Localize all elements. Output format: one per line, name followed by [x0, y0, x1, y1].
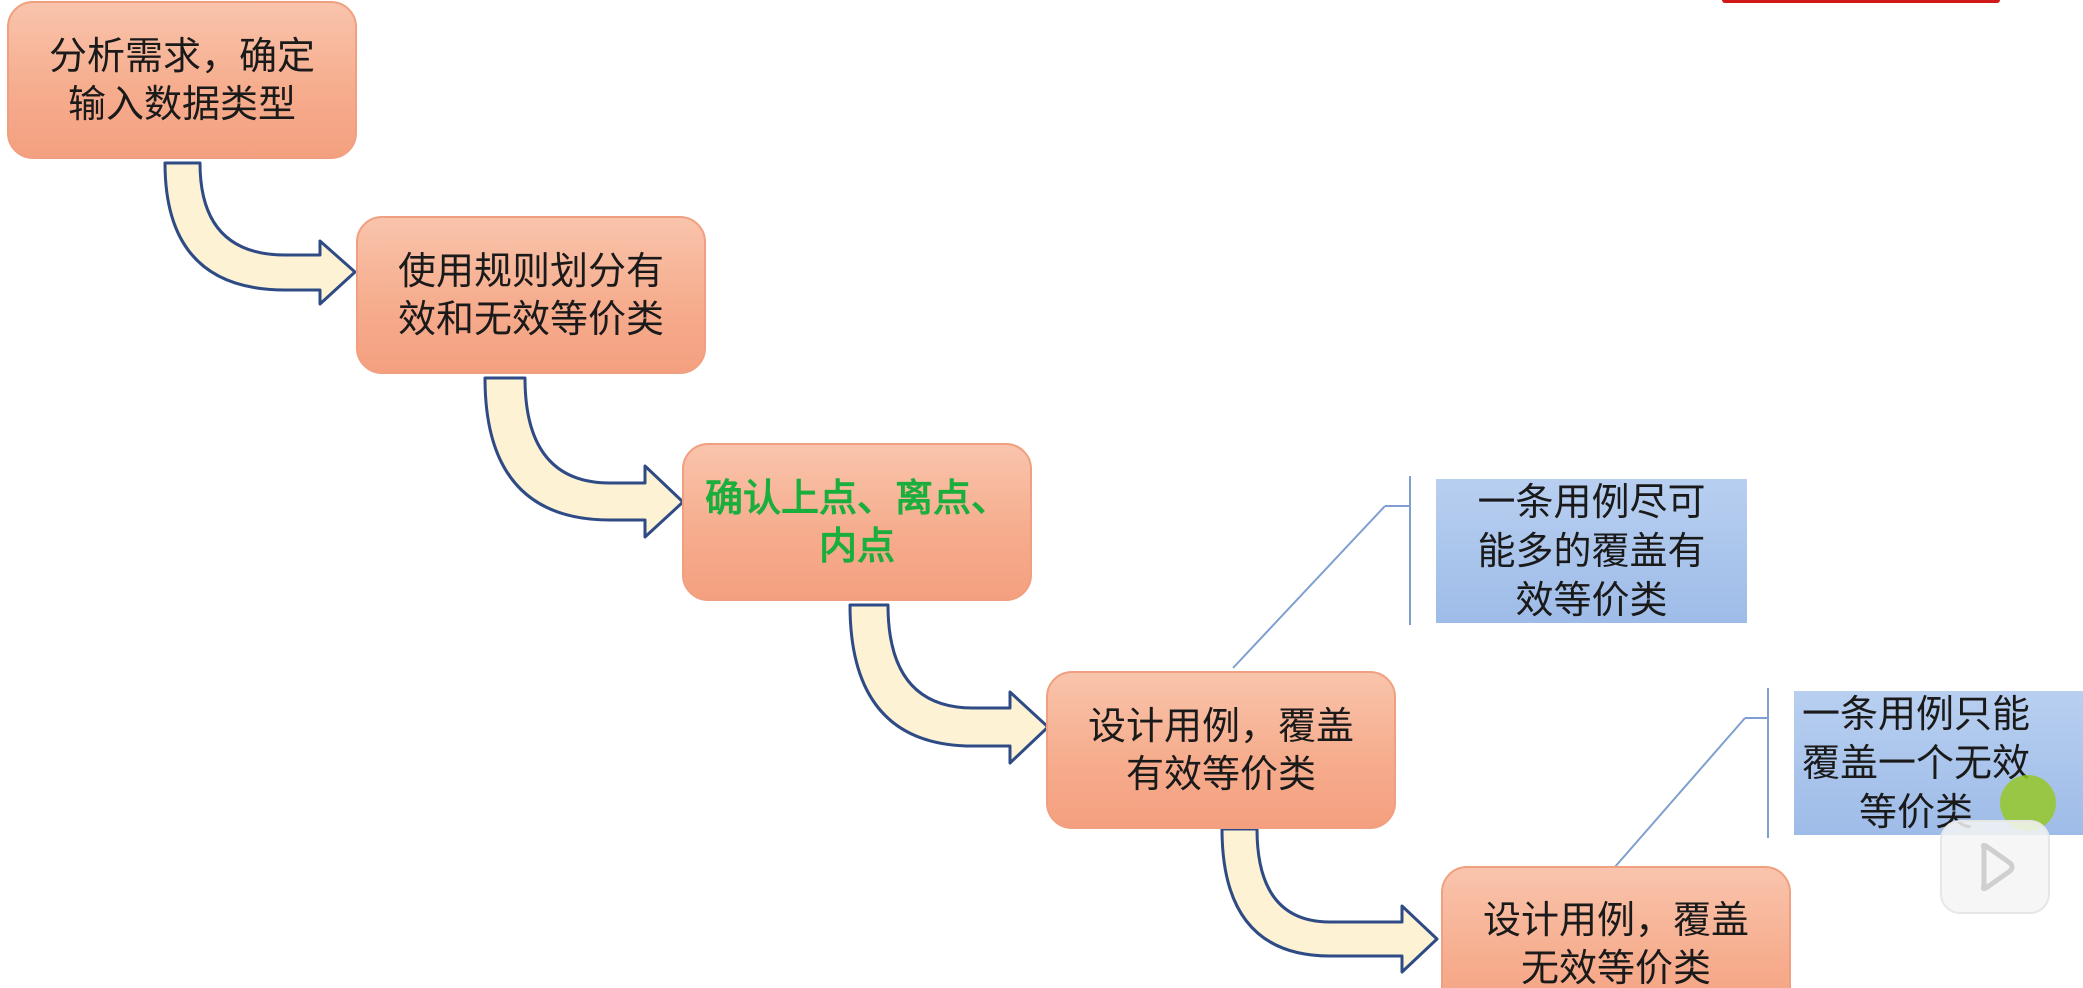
play-button[interactable]	[1940, 820, 2050, 914]
note-invalid-classes: 一条用例只能 覆盖一个无效 等价类	[1794, 691, 2083, 835]
flow-arrow-1	[163, 161, 357, 306]
step-2-box: 使用规则划分有 效和无效等价类	[356, 216, 706, 374]
step-3-box: 确认上点、离点、 内点	[682, 443, 1032, 601]
step-2-label: 使用规则划分有 效和无效等价类	[397, 249, 664, 341]
note-invalid-classes-text: 一条用例只能 覆盖一个无效 等价类	[1802, 691, 2031, 834]
bracket-callout-1	[1232, 476, 1411, 669]
step-1-label: 分析需求，确定 输入数据类型	[48, 34, 315, 126]
step-3-label: 确认上点、离点、 内点	[704, 476, 1009, 568]
flow-arrow-4	[1220, 827, 1439, 974]
step-4-box: 设计用例，覆盖 有效等价类	[1046, 671, 1396, 829]
flow-arrow-3	[848, 603, 1050, 765]
step-4-label: 设计用例，覆盖 有效等价类	[1087, 704, 1354, 796]
note-valid-classes-text: 一条用例尽可 能多的覆盖有 效等价类	[1477, 479, 1706, 622]
flow-arrow-2	[483, 376, 685, 539]
note-valid-classes: 一条用例尽可 能多的覆盖有 效等价类	[1436, 479, 1747, 623]
step-5-box: 设计用例，覆盖 无效等价类	[1441, 866, 1791, 988]
step-1-box: 分析需求，确定 输入数据类型	[7, 1, 357, 159]
top-edge-strip	[1722, 0, 2000, 3]
play-icon	[1980, 842, 2015, 892]
step-5-label: 设计用例，覆盖 无效等价类	[1482, 898, 1749, 988]
bracket-callout-2	[1613, 688, 1769, 869]
